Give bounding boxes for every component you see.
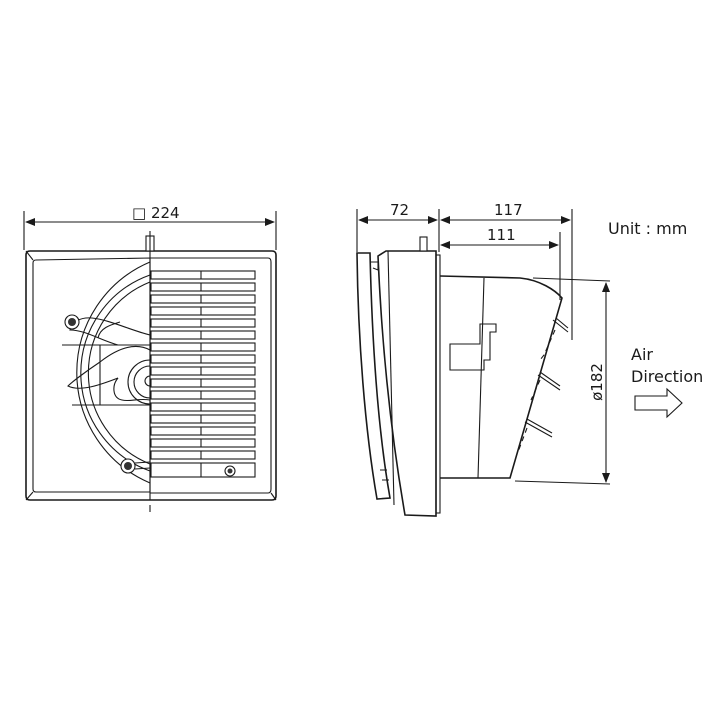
air-direction-line2: Direction xyxy=(631,367,704,386)
screw-icon xyxy=(224,465,236,477)
width-label: □ 224 xyxy=(132,204,180,222)
arrow-right-outline-icon xyxy=(634,387,683,419)
unit-label: Unit : mm xyxy=(608,219,688,238)
duct-depth-label: 111 xyxy=(487,226,516,244)
width-dimension xyxy=(23,211,277,250)
screw-icon xyxy=(64,314,80,330)
air-direction-line1: Air xyxy=(631,345,653,364)
diameter-label: ø182 xyxy=(588,363,606,401)
side-view xyxy=(356,209,611,517)
front-depth-label: 72 xyxy=(390,201,410,219)
grille xyxy=(150,270,256,478)
screw-icon xyxy=(120,458,136,474)
rear-depth-label: 117 xyxy=(494,201,523,219)
depth-dimensions xyxy=(356,209,573,340)
front-view xyxy=(23,211,277,512)
